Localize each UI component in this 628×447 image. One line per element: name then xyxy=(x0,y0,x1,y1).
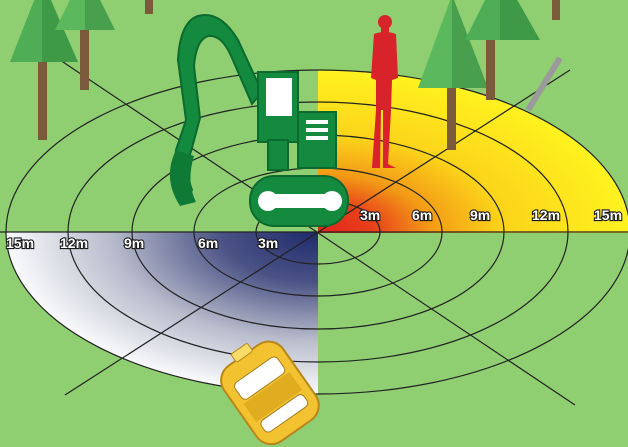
tree-icon xyxy=(418,0,488,150)
tree-icon xyxy=(10,0,78,140)
tree-icon xyxy=(465,0,560,100)
front-distance-label: 9m xyxy=(470,207,490,223)
rear-distance-label: 12m xyxy=(60,235,88,251)
worker-silhouette-icon xyxy=(371,15,398,168)
rear-distance-label: 3m xyxy=(258,235,278,251)
pole-icon xyxy=(525,56,563,112)
front-warning-zone xyxy=(318,70,628,233)
front-distance-label: 6m xyxy=(412,207,432,223)
rear-distance-label: 15m xyxy=(6,235,34,251)
rear-zone-labels: 15m 12m 9m 6m 3m xyxy=(5,234,279,252)
excavator-icon xyxy=(169,14,349,227)
rear-distance-label: 9m xyxy=(124,235,144,251)
taxi-car-icon xyxy=(220,340,320,446)
front-distance-label: 12m xyxy=(532,207,560,223)
tree-icon xyxy=(145,0,153,14)
front-distance-label: 3m xyxy=(360,207,380,223)
rear-distance-label: 6m xyxy=(198,235,218,251)
front-zone-labels: 3m 6m 9m 12m 15m xyxy=(359,206,623,224)
radial-lines xyxy=(0,59,628,406)
front-distance-label: 15m xyxy=(594,207,622,223)
tree-icon xyxy=(55,0,115,90)
